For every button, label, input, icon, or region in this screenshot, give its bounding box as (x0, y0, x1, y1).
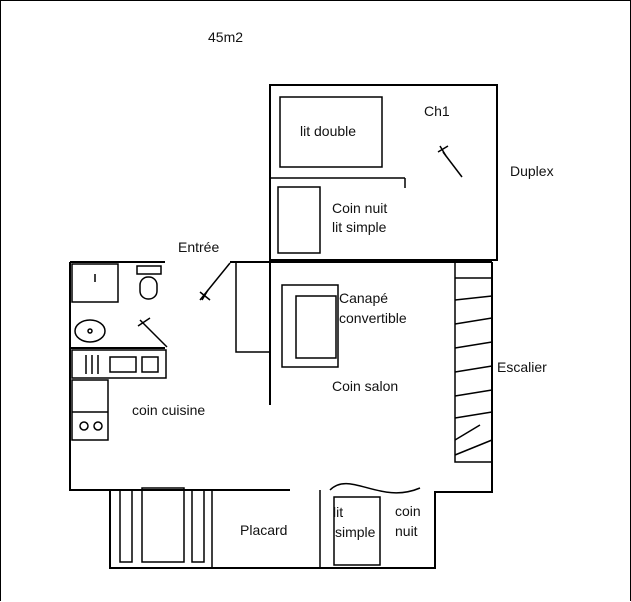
area-label: 45m2 (208, 29, 243, 45)
sink-drain (87, 328, 93, 334)
duplex-outline (269, 84, 498, 261)
placard-label: Placard (240, 522, 287, 538)
hob-2 (93, 421, 103, 431)
entree-door-mark-b (201, 289, 209, 301)
kitchen (71, 349, 167, 441)
coin-cuisine-label: coin cuisine (132, 402, 205, 418)
lit-simple-bed-2 (333, 496, 381, 566)
bottom-zone (110, 482, 421, 568)
wardrobe-2 (141, 487, 185, 563)
coin-label: coin (395, 503, 421, 519)
wardrobe-1 (119, 489, 133, 563)
lit-simple-label: lit simple (332, 219, 387, 235)
stair-step (454, 317, 493, 325)
kitchen-column (71, 379, 109, 441)
bathroom-door-swing (139, 319, 168, 348)
hob-1 (79, 421, 89, 431)
wardrobe-3 (191, 489, 205, 563)
stair-outline (454, 262, 492, 463)
convertible-label: convertible (339, 310, 407, 326)
entry-closet (235, 261, 271, 353)
duplex-label: Duplex (510, 163, 554, 179)
curtain (329, 482, 421, 494)
stair-step (454, 389, 493, 397)
entree-label: Entrée (178, 239, 219, 255)
escalier-label: Escalier (497, 359, 547, 375)
stair-step (454, 439, 493, 456)
escalier (454, 262, 493, 463)
stair-step (454, 341, 493, 349)
ch1-door-mark-a (437, 145, 449, 153)
stair-step (454, 411, 493, 419)
nuit-label: nuit (395, 523, 418, 539)
canape-seat (295, 295, 337, 359)
lit-double-bed (279, 96, 383, 168)
main-outer-wall (69, 262, 493, 569)
coin-salon-label: Coin salon (332, 378, 398, 394)
shower (71, 263, 119, 303)
main-apartment (69, 261, 493, 569)
bathroom-fixtures (70, 263, 168, 349)
kitchen-sink-2 (141, 356, 159, 373)
lit-double-label: lit double (300, 123, 356, 139)
stair-step (454, 365, 493, 373)
simple-label: simple (335, 524, 376, 540)
toilet-tank (136, 265, 162, 275)
kitchen-counter (71, 349, 167, 379)
bathroom-door-mark (137, 317, 151, 327)
ch1-door-swing (442, 151, 463, 178)
toilet-bowl (139, 276, 158, 300)
canape (281, 284, 339, 368)
duplex-room (269, 84, 498, 261)
lit-simple-bed-1 (277, 186, 321, 254)
coin-nuit-label: Coin nuit (332, 200, 387, 216)
sink (74, 319, 106, 343)
salon (281, 284, 339, 368)
kitchen-sink (109, 356, 137, 373)
ch1-label: Ch1 (424, 103, 450, 119)
ch1-door-mark-b (439, 145, 447, 157)
stair-step (454, 295, 493, 301)
stair-step (454, 424, 481, 441)
lit-label: lit (333, 504, 343, 520)
canape-label: Canapé (339, 290, 388, 306)
